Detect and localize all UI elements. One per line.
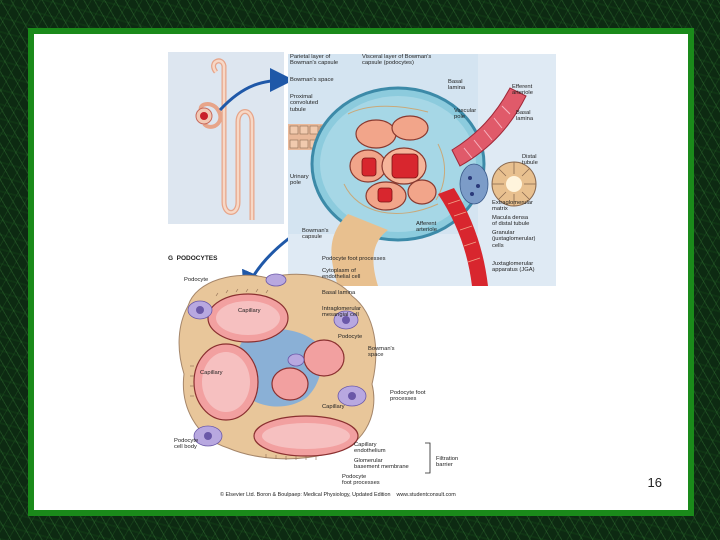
label-podocyte-2: Podocyte [338, 334, 363, 340]
label-basal-lamina-bottom: Basal lamina [322, 290, 356, 296]
label-podocyte-cell-body: Podocyte cell body [174, 438, 199, 451]
label-afferent-arteriole: Afferent arteriole [416, 221, 437, 234]
label-jga: Juxtaglomerular apparatus (JGA) [492, 261, 535, 274]
podocytes-diagram [178, 273, 377, 460]
label-filtration-barrier: Filtration barrier [436, 456, 459, 469]
filtration-bracket [425, 442, 431, 474]
label-capillary-1: Capillary [238, 308, 261, 314]
label-bowmans-space: Bowman's space [290, 77, 334, 83]
label-distal-tubule: Distal tubule [522, 154, 538, 167]
label-intraglomerular-mesangial: Intraglomerular mesangial cell [322, 306, 361, 319]
label-capillary-3: Capillary [322, 404, 345, 410]
label-urinary-pole: Urinary pole [290, 174, 309, 187]
label-extraglomerular-matrix: Extraglomerular matrix [492, 200, 533, 213]
label-podocyte-foot-bottom: Podocyte foot processes [342, 474, 380, 487]
label-macula-densa: Macula densa of distal tubule [492, 215, 530, 228]
glomerulus-diagram [288, 54, 556, 286]
label-visceral-layer: Visceral layer of Bowman's capsule (podo… [362, 54, 432, 67]
label-efferent-arteriole: Efferent arteriole [512, 84, 533, 97]
label-vascular-pole: Vascular pole [454, 108, 477, 121]
copyright-line: © Elsevier Ltd. Boron & Boulpaep: Medica… [220, 492, 456, 498]
slide-content: Parietal layer of Bowman's capsule Visce… [44, 44, 678, 500]
label-proximal-tubule: Proximal convoluted tubule [290, 94, 319, 113]
slide-frame: Parietal layer of Bowman's capsule Visce… [28, 28, 694, 516]
label-granular-cells: Granular (juxtaglomerular) cells [492, 230, 536, 249]
label-bowmans-space-2: Bowman's space [368, 346, 395, 359]
label-basal-lamina-right: Basal lamina [516, 110, 534, 123]
label-podocyte-foot-right: Podocyte foot processes [390, 390, 426, 403]
label-capillary-2: Capillary [200, 370, 223, 376]
label-cytoplasm-endothelial: Cytoplasm of endothelial cell [322, 268, 361, 281]
label-glomerular-membrane: Glomerular basement membrane [354, 458, 409, 471]
label-bowmans-capsule: Bowman's capsule [302, 228, 329, 241]
page-number: 16 [647, 475, 662, 490]
label-basal-lamina-top: Basal lamina [448, 79, 466, 92]
label-capillary-endothelium: Capillary endothelium [354, 442, 386, 455]
label-podocyte-foot-top: Podocyte foot processes [322, 256, 386, 262]
section-title: G PODOCYTES [168, 255, 218, 262]
label-podocyte: Podocyte [184, 277, 209, 283]
label-parietal-layer: Parietal layer of Bowman's capsule [290, 54, 339, 67]
